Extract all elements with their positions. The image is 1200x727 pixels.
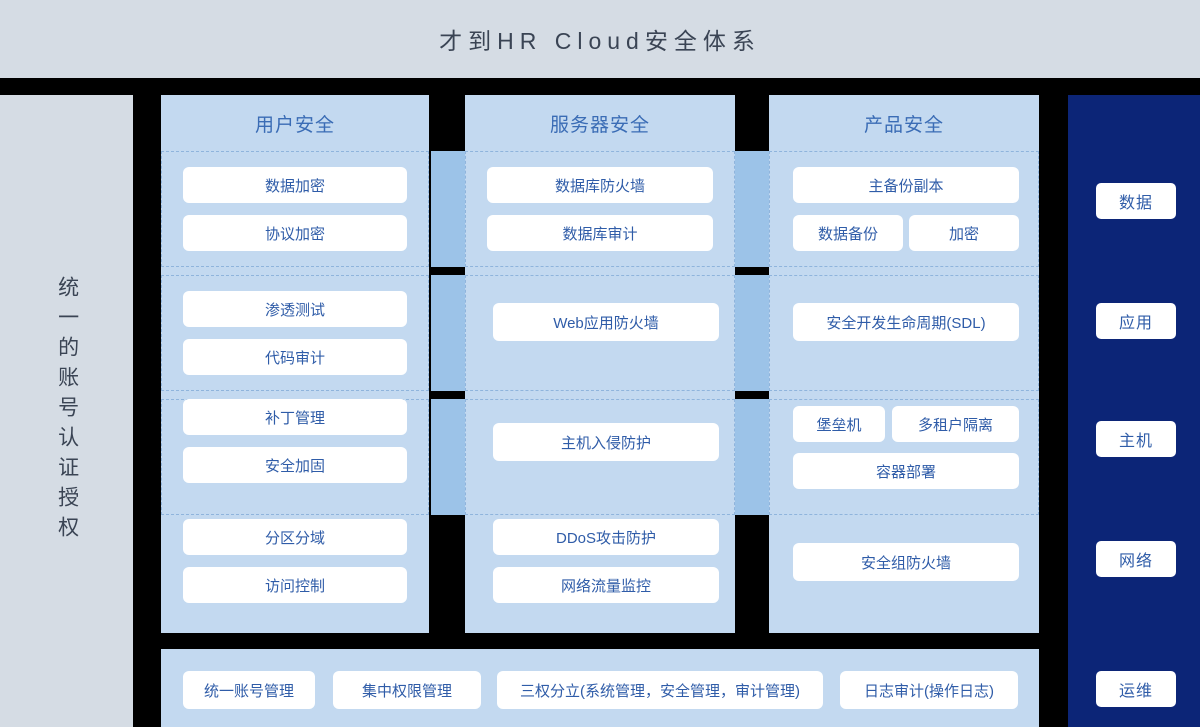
- strip-gap: [431, 391, 465, 399]
- item-box[interactable]: 主备份副本: [793, 167, 1019, 203]
- item-box[interactable]: 渗透测试: [183, 291, 407, 327]
- row-group-server-2: [465, 275, 735, 391]
- left-rail-label: 统一的账号认证授权: [55, 276, 79, 546]
- rail-badge-data[interactable]: 数据: [1096, 183, 1176, 219]
- strip-gap: [735, 391, 769, 399]
- item-box[interactable]: 安全加固: [183, 447, 407, 483]
- row-group-user-1: [161, 151, 429, 267]
- connector-strip-2: [735, 95, 769, 633]
- rail-badge-app[interactable]: 应用: [1096, 303, 1176, 339]
- bottom-bar: 统一账号管理 集中权限管理 三权分立(系统管理，安全管理，审计管理) 日志审计(…: [161, 649, 1039, 727]
- item-box[interactable]: 网络流量监控: [493, 567, 719, 603]
- item-box[interactable]: DDoS攻击防护: [493, 519, 719, 555]
- item-box[interactable]: 数据备份: [793, 215, 903, 251]
- item-box[interactable]: Web应用防火墙: [493, 303, 719, 341]
- bottom-item[interactable]: 集中权限管理: [333, 671, 481, 709]
- rail-badge-network[interactable]: 网络: [1096, 541, 1176, 577]
- bottom-item[interactable]: 三权分立(系统管理，安全管理，审计管理): [497, 671, 823, 709]
- row-group-product-2: [769, 275, 1039, 391]
- row-group-server-1: [465, 151, 735, 267]
- row-group-server-3: [465, 399, 735, 515]
- column-header-product-security: 产品安全: [863, 114, 944, 136]
- strip-gap: [735, 267, 769, 275]
- item-box[interactable]: 数据加密: [183, 167, 407, 203]
- strip-gap: [431, 95, 465, 151]
- title-bar: 才到HR Cloud安全体系: [0, 0, 1200, 78]
- item-box[interactable]: 协议加密: [183, 215, 407, 251]
- column-user-security: 用户安全 数据加密 协议加密 渗透测试 代码审计 补丁管理 安全加固 分区分域 …: [161, 95, 429, 633]
- item-box[interactable]: 访问控制: [183, 567, 407, 603]
- left-rail: 统一的账号认证授权: [0, 95, 133, 727]
- item-box[interactable]: 代码审计: [183, 339, 407, 375]
- item-box[interactable]: 主机入侵防护: [493, 423, 719, 461]
- page-title: 才到HR Cloud安全体系: [439, 28, 761, 54]
- column-header-server-security: 服务器安全: [549, 114, 650, 136]
- item-box[interactable]: 数据库审计: [487, 215, 713, 251]
- bottom-item[interactable]: 统一账号管理: [183, 671, 315, 709]
- connector-strip-1: [431, 95, 465, 633]
- item-box[interactable]: 堡垒机: [793, 406, 885, 442]
- item-box[interactable]: 多租户隔离: [892, 406, 1019, 442]
- item-box[interactable]: 分区分域: [183, 519, 407, 555]
- item-box[interactable]: 数据库防火墙: [487, 167, 713, 203]
- right-rail: 数据 应用 主机 网络 运维: [1068, 95, 1200, 727]
- strip-gap: [735, 515, 769, 633]
- column-product-security: 产品安全 主备份副本 数据备份 加密 安全开发生命周期(SDL) 堡垒机 多租户…: [769, 95, 1039, 633]
- rail-badge-host[interactable]: 主机: [1096, 421, 1176, 457]
- item-box[interactable]: 补丁管理: [183, 399, 407, 435]
- row-group-product-3: [769, 399, 1039, 515]
- strip-gap: [431, 515, 465, 633]
- strip-gap: [431, 267, 465, 275]
- rail-badge-ops[interactable]: 运维: [1096, 671, 1176, 707]
- item-box[interactable]: 容器部署: [793, 453, 1019, 489]
- architecture-board: 用户安全 数据加密 协议加密 渗透测试 代码审计 补丁管理 安全加固 分区分域 …: [161, 95, 1039, 633]
- column-header-user-security: 用户安全: [254, 114, 335, 136]
- item-box[interactable]: 安全组防火墙: [793, 543, 1019, 581]
- row-group-user-2: [161, 275, 429, 391]
- item-box[interactable]: 加密: [909, 215, 1019, 251]
- strip-gap: [735, 95, 769, 151]
- row-group-product-1: [769, 151, 1039, 267]
- bottom-item[interactable]: 日志审计(操作日志): [840, 671, 1018, 709]
- item-box[interactable]: 安全开发生命周期(SDL): [793, 303, 1019, 341]
- column-server-security: 服务器安全 数据库防火墙 数据库审计 Web应用防火墙 主机入侵防护 DDoS攻…: [465, 95, 735, 633]
